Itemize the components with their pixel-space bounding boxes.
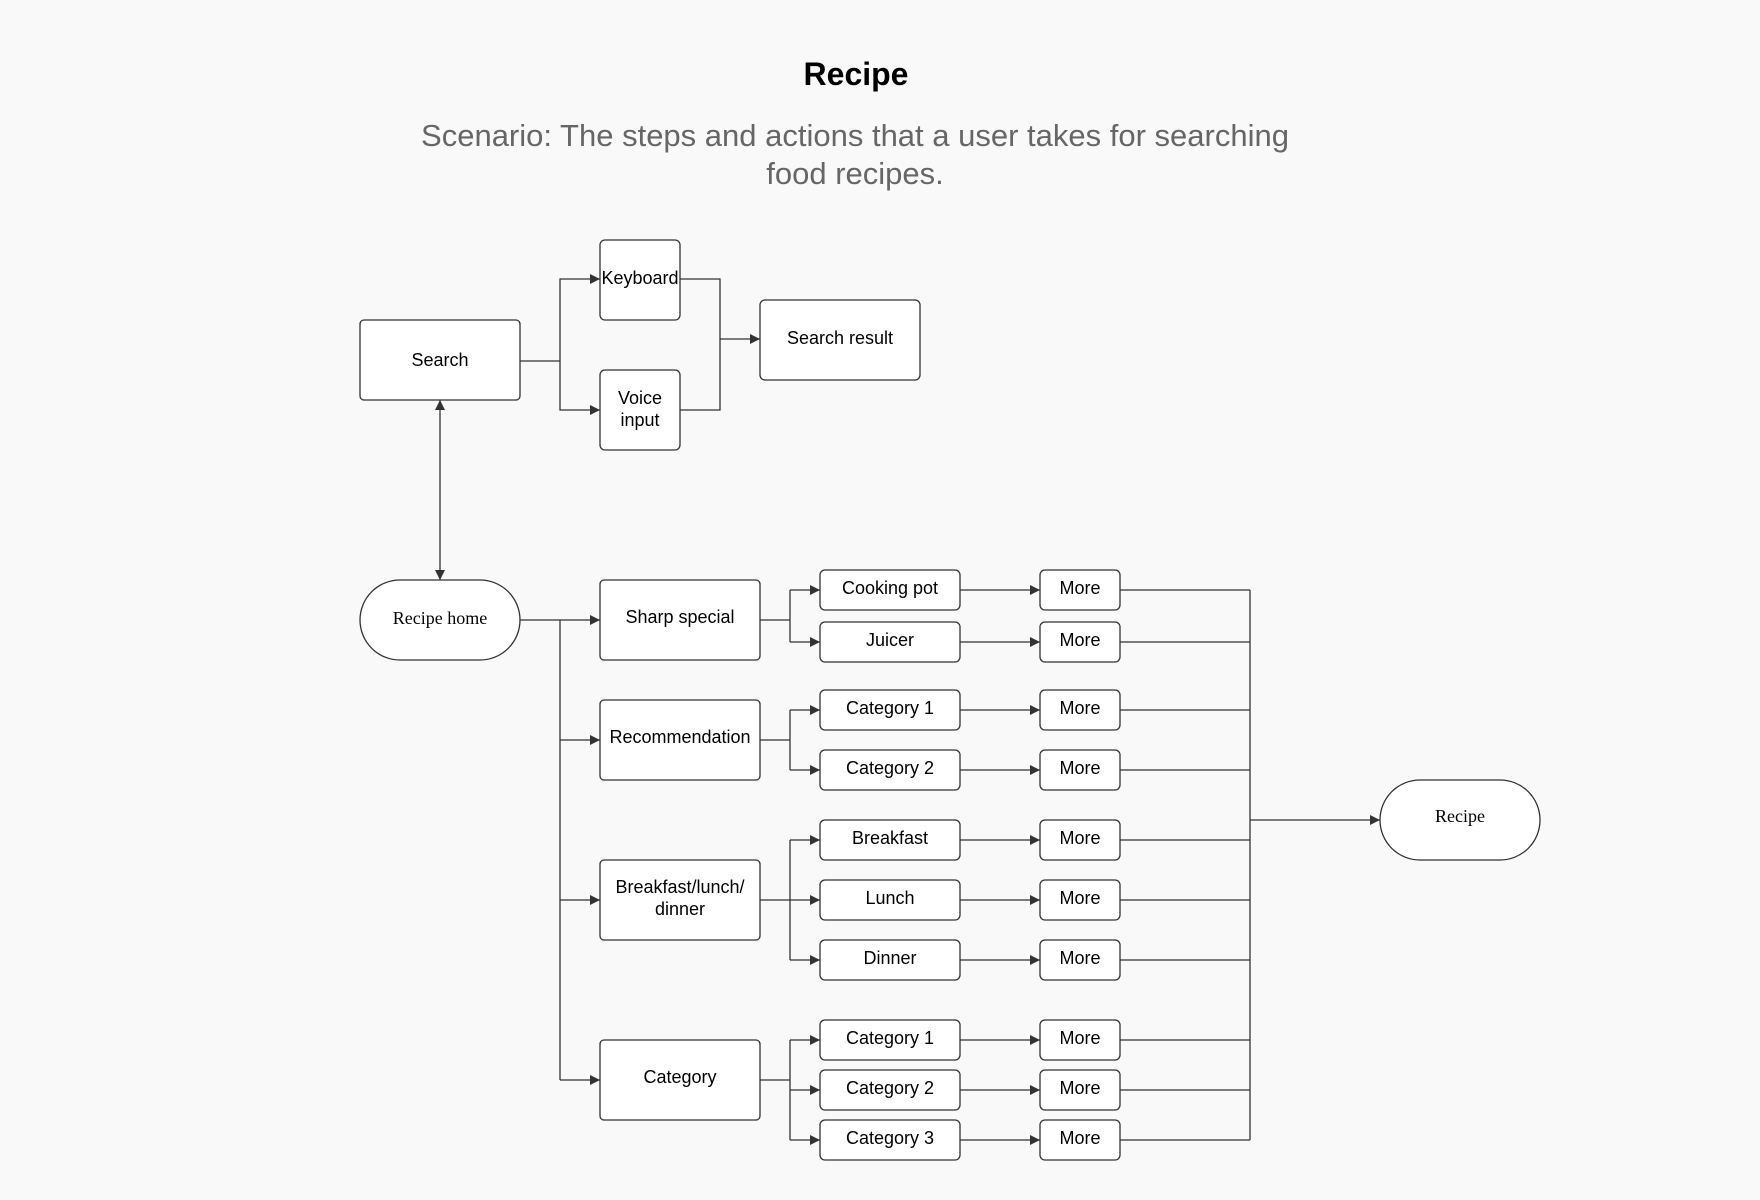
edge-sharp-split (760, 590, 791, 642)
node-recipe-home-label: Recipe home (393, 608, 487, 628)
node-sharp-special: Sharp special (599, 579, 761, 661)
node-breakfast-lunch-dinner-label-line-2: dinner (655, 899, 705, 919)
more-label: More (1059, 1078, 1100, 1098)
node-rec-category-1-label: Category 1 (846, 698, 934, 718)
node-breakfast: Breakfast (819, 819, 961, 861)
node-breakfast-lunch-dinner-label-line-1: Breakfast/lunch/ (615, 877, 744, 897)
diagram-subtitle: Scenario: The steps and actions that a u… (421, 118, 1289, 191)
node-cat-category-1: Category 1 (819, 1019, 961, 1061)
node-voice-input: Voice input (599, 369, 681, 451)
more-label: More (1059, 948, 1100, 968)
more-label: More (1059, 888, 1100, 908)
node-lunch-label: Lunch (865, 888, 914, 908)
node-recipe: Recipe (1379, 779, 1541, 861)
more-label: More (1059, 698, 1100, 718)
node-keyboard-label: Keyboard (601, 268, 678, 288)
node-search: Search (359, 319, 521, 401)
node-more-breakfast: More (1039, 819, 1121, 861)
node-dinner-label: Dinner (863, 948, 916, 968)
node-breakfast-lunch-dinner: Breakfast/lunch/ dinner (599, 859, 761, 941)
edge-keyboard-to-merge (680, 278, 721, 411)
node-rec-category-2: Category 2 (819, 749, 961, 791)
edge-search-to-keyboard (559, 274, 600, 361)
node-more-juicer: More (1039, 621, 1121, 663)
edge-rec-split (760, 710, 791, 770)
edge-more-bus (1120, 589, 1251, 1141)
node-rec-category-2-label: Category 2 (846, 758, 934, 778)
node-juicer-label: Juicer (866, 630, 914, 650)
node-recommendation-label: Recommendation (609, 727, 750, 747)
node-cooking-pot-label: Cooking pot (842, 578, 938, 598)
node-more-dinner: More (1039, 939, 1121, 981)
node-more-cat-category-2: More (1039, 1069, 1121, 1111)
node-breakfast-label: Breakfast (852, 828, 928, 848)
node-cat-category-2-label: Category 2 (846, 1078, 934, 1098)
node-voice-input-label-line-2: input (620, 410, 659, 430)
node-recommendation: Recommendation (599, 699, 761, 781)
more-label: More (1059, 1128, 1100, 1148)
node-search-label: Search (411, 350, 468, 370)
connectors (435, 274, 1380, 1145)
node-more-rec-category-1: More (1039, 689, 1121, 731)
node-rec-category-1: Category 1 (819, 689, 961, 731)
diagram-title: Recipe (803, 56, 909, 92)
node-more-lunch: More (1039, 879, 1121, 921)
node-category-label: Category (643, 1067, 716, 1087)
more-label: More (1059, 828, 1100, 848)
more-label: More (1059, 578, 1100, 598)
node-category: Category (599, 1039, 761, 1121)
node-sharp-special-label: Sharp special (625, 607, 734, 627)
node-recipe-home: Recipe home (359, 579, 521, 661)
node-more-cat-category-1: More (1039, 1019, 1121, 1061)
more-label: More (1059, 1028, 1100, 1048)
node-search-result: Search result (759, 299, 921, 381)
more-label: More (1059, 758, 1100, 778)
node-cat-category-2: Category 2 (819, 1069, 961, 1111)
more-label: More (1059, 630, 1100, 650)
node-cooking-pot: Cooking pot (819, 569, 961, 611)
node-recipe-label: Recipe (1435, 806, 1485, 826)
node-dinner: Dinner (819, 939, 961, 981)
node-cat-category-3: Category 3 (819, 1119, 961, 1161)
node-voice-input-label-line-1: Voice (618, 388, 662, 408)
node-more-cat-category-3: More (1039, 1119, 1121, 1161)
node-more-cooking-pot: More (1039, 569, 1121, 611)
edge-home-trunk (520, 619, 561, 1080)
node-cat-category-1-label: Category 1 (846, 1028, 934, 1048)
edge-search-to-voice (559, 361, 600, 415)
node-keyboard: Keyboard (599, 239, 681, 321)
node-lunch: Lunch (819, 879, 961, 921)
node-juicer: Juicer (819, 621, 961, 663)
edge-bld-split (760, 840, 791, 960)
node-cat-category-3-label: Category 3 (846, 1128, 934, 1148)
node-search-result-label: Search result (787, 328, 893, 348)
node-more-rec-category-2: More (1039, 749, 1121, 791)
edge-cat-split (760, 1040, 791, 1140)
